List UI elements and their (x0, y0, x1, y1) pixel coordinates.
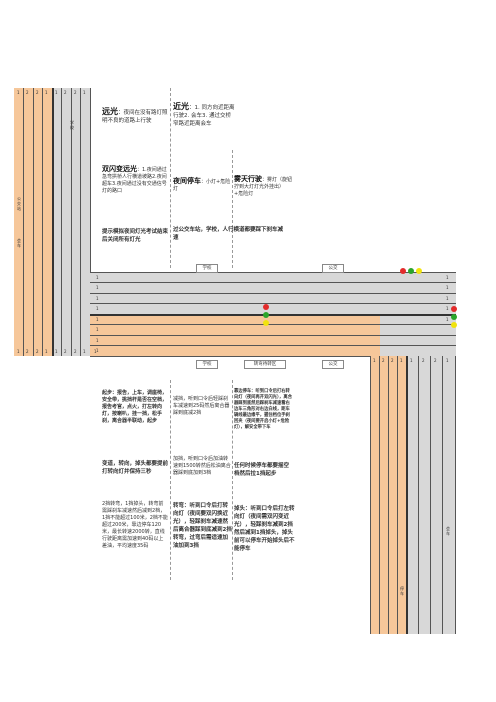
traffic-light-green-icon (408, 268, 414, 274)
h-lane-number: 1 (96, 285, 99, 290)
school-label: 学校 (196, 360, 218, 369)
bottom-number: 2 (64, 349, 67, 354)
left-road-label: 会车 (17, 238, 21, 248)
divider (232, 150, 233, 268)
bottom-number: 2 (74, 349, 77, 354)
h-lane-number: 1 (446, 296, 449, 301)
neutral-then-first-note: 任何时候停车都要摇空档然后拉1挡起步 (234, 463, 290, 477)
downshift-note: 减挡，听到口令后轻踩刹车减速到25码然后离合器踩到底减2挡 (173, 396, 230, 416)
school-label: 学校 (196, 264, 218, 273)
bus-label: 公交 (322, 360, 344, 369)
bus-label: 公交 (322, 264, 344, 273)
h-lane-number: 1 (446, 275, 449, 280)
h-lane-number: 1 (446, 317, 449, 322)
night-parking-note: 夜间停车：小灯+危险灯 (173, 177, 231, 193)
right-road-label: 会车 (446, 526, 450, 536)
high-beam-note: 远光：夜间在没有路灯照明不良的道路上行驶 (102, 107, 168, 125)
right-lane-number: 2 (434, 358, 437, 363)
bottom-number: 1 (45, 349, 48, 354)
u-turn-note: 掉头：听到口令后打左转向灯（夜间需双闪变近光），轻踩刹车减到2挡然后减到1挡掉头… (234, 506, 295, 552)
right-lane-number: 1 (373, 358, 376, 363)
left-lane-number: 1 (17, 90, 20, 95)
bottom-number: 2 (36, 349, 39, 354)
right-road-label: 停车 (400, 586, 404, 596)
right-lane-number: 2 (382, 358, 385, 363)
h-lane-number: 1 (446, 306, 449, 311)
hazard-to-high-beam-note: 双闪变远光：1.夜间通过急弯拱桥人行横道坡路2.夜间超车3.夜间通过没有交通信号… (102, 165, 167, 195)
horizontal-road: 1 1 1 1 1 1 1 1 1 1 1 1 1 (90, 272, 456, 357)
divider (170, 88, 171, 268)
turn-waiting-label: 转弯待转区 (244, 360, 286, 369)
left-road-label: 学校 (70, 120, 74, 130)
divider (232, 380, 233, 580)
bottom-number: 1 (83, 349, 86, 354)
left-lane-number: 2 (74, 90, 77, 95)
h-lane-number: 1 (96, 317, 99, 322)
gear-speed-rules-note: 2挡转弯，1挡掉头，转弯前需踩刹车减速然后减到2档，1挡不能超过100米，2档不… (102, 501, 168, 549)
right-lane-number: 1 (410, 358, 413, 363)
signal-three-seconds-note: 变道，转向，掉头都要提前打转向灯并保持三秒 (102, 461, 169, 475)
traffic-light-red-icon (400, 268, 406, 274)
left-lane-number: 2 (26, 90, 29, 95)
left-lane-number: 2 (64, 90, 67, 95)
low-beam-note: 近光：1. 同方向近距离行驶2. 会车3. 通过交桥窄路近距离会车 (173, 102, 235, 128)
bus-stop-school-note: 过公交车站，学校，人行横道都要踩下刹车减速 (173, 227, 284, 241)
right-lane-number: 2 (391, 358, 394, 363)
upshift-note: 加挡，听到口令后加油转速到1500转然后松油离合器踩到底加到3档 (173, 456, 231, 476)
fog-driving-note: 雾天行驶：雾灯（旋钮拧到大灯灯光外挂出）+危险灯 (234, 175, 293, 198)
left-lane-number: 1 (55, 90, 58, 95)
left-road-bottom-numbers: 1 2 2 1 1 2 2 1 1 (14, 349, 104, 355)
bottom-number: 1 (94, 349, 97, 354)
h-lane-number: 1 (96, 327, 99, 332)
bottom-number: 2 (26, 349, 29, 354)
left-road-label: 公交站 (17, 196, 21, 211)
traffic-light-green-icon (451, 314, 457, 320)
divider (170, 380, 171, 580)
h-lane-number: 1 (96, 338, 99, 343)
traffic-light-yellow-icon (451, 322, 457, 328)
traffic-light-red-icon (263, 304, 269, 310)
right-lane-number: 2 (422, 358, 425, 363)
bottom-number: 1 (55, 349, 58, 354)
h-lane-number: 1 (96, 348, 99, 353)
left-lane-number: 1 (83, 90, 86, 95)
h-lane-number: 1 (446, 285, 449, 290)
h-lane-number: 1 (96, 306, 99, 311)
traffic-light-green-icon (263, 312, 269, 318)
left-lane-number: 1 (45, 90, 48, 95)
traffic-light-yellow-icon (263, 320, 269, 326)
left-lane-number: 2 (36, 90, 39, 95)
pull-over-note: 靠边停车：听到口令后打右转向灯（夜间再开双闪光），离合器踩到底然后踩刹车减速看右… (234, 389, 293, 430)
right-lane-number: 1 (446, 358, 449, 363)
right-road: 1 2 2 1 1 2 2 1 会车 停车 (370, 356, 456, 634)
left-road: 1 2 2 1 1 2 2 1 学校 公交站 会车 (14, 88, 91, 356)
night-light-exam-note: 提示模拟夜间灯光考试结束后关闭所有灯光 (102, 229, 169, 243)
traffic-light-yellow-icon (416, 268, 422, 274)
traffic-light-red-icon (451, 306, 457, 312)
h-lane-number: 1 (96, 296, 99, 301)
h-lane-number: 1 (96, 275, 99, 280)
turning-note: 转弯：听到口令后打转向灯（夜间要双闪换近光），轻踩刹车减速然后离合器踩到底减到2… (173, 503, 232, 549)
start-procedure-note: 起步：报告，上车，调座椅，安全带，挑挡杆是否在空档，报告考官，点火，打左转向灯，… (102, 390, 168, 424)
bottom-number: 1 (17, 349, 20, 354)
right-lane-number: 1 (400, 358, 403, 363)
